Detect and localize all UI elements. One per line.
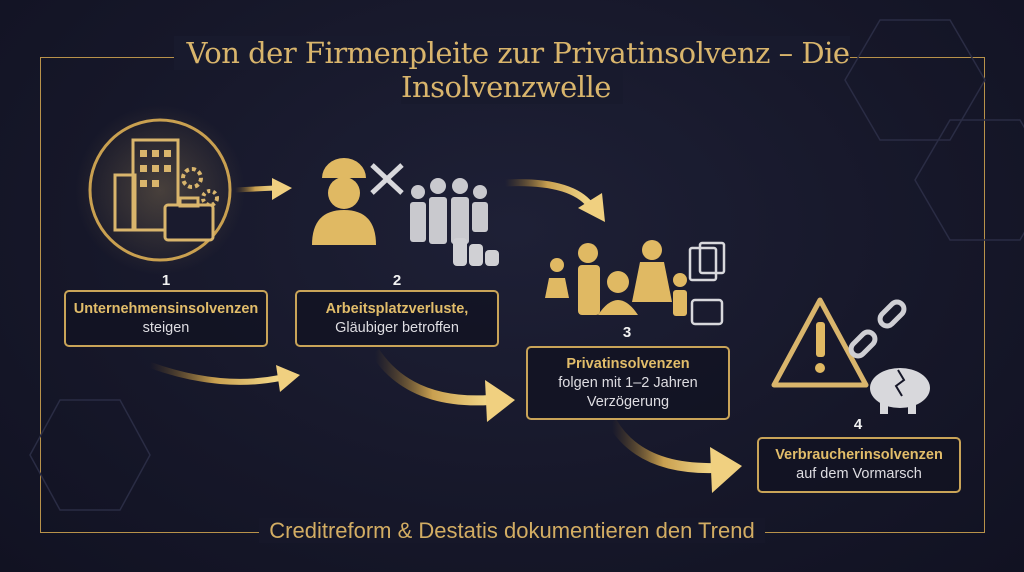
arrow-2-3	[504, 179, 605, 222]
step-number: 4	[853, 416, 863, 433]
step-2-box: Arbeitsplatzverluste, Gläubiger betroffe…	[295, 290, 499, 347]
step-text: auf dem Vormarsch	[796, 466, 922, 482]
page-title: Von der Firmenpleite zur Privatinsolvenz…	[62, 36, 962, 104]
step-3-box: Privatinsolvenzen folgen mit 1–2 Jahren …	[526, 346, 730, 420]
hexagon-decoration	[29, 19, 1024, 511]
step-4-box: Verbraucherinsolvenzen auf dem Vormarsch	[757, 437, 961, 493]
step-number: 1	[161, 272, 171, 289]
coins-icon	[453, 238, 499, 266]
source-footer: Creditreform & Destatis dokumentieren de…	[200, 518, 824, 544]
tools-icon	[370, 163, 404, 195]
step-text: Gläubiger betroffen	[335, 319, 459, 336]
arrow-lower-2-3	[370, 349, 515, 422]
step-headline: Privatinsolvenzen	[566, 355, 690, 372]
step-1-box: Unternehmensinsolvenzen steigen	[64, 290, 268, 347]
building-icon	[75, 105, 245, 275]
worker-icon	[312, 158, 376, 245]
documents-icon	[688, 241, 726, 282]
employees-icon	[410, 178, 488, 244]
warning-icon	[771, 297, 869, 388]
step-headline: Arbeitsplatzverluste,	[325, 300, 469, 317]
step-number: 3	[622, 324, 632, 341]
step-text: steigen	[142, 319, 190, 336]
arrow-3-4	[607, 419, 742, 493]
step-headline: Verbraucherinsolvenzen	[775, 447, 943, 463]
gear-icon	[201, 189, 219, 207]
arrow-1-2	[234, 178, 292, 200]
wallet-icon	[690, 298, 724, 326]
step-text: folgen mit 1–2 Jahren	[558, 374, 698, 391]
gear-icon	[181, 167, 203, 189]
broken-chain-icon	[848, 299, 907, 359]
arrow-lower-1-2	[148, 362, 300, 392]
step-headline: Unternehmensinsolvenzen	[73, 300, 259, 317]
briefcase-icon	[163, 196, 215, 242]
step-text: Verzögerung	[586, 393, 670, 410]
broken-piggy-bank-icon	[870, 368, 930, 414]
step-number: 2	[392, 272, 402, 289]
family-icon	[545, 240, 687, 316]
